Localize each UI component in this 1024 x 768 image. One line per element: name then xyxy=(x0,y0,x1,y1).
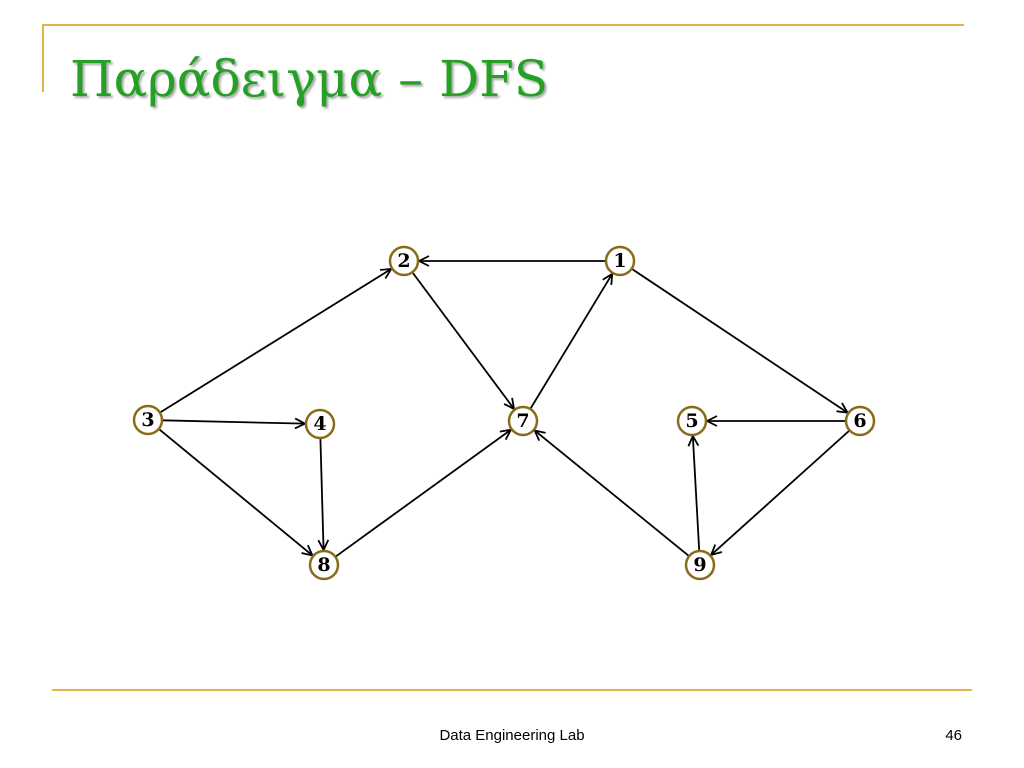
node-8-label: 8 xyxy=(317,554,330,576)
nodes-layer: 1 2 3 4 5 6 7 8 9 xyxy=(132,245,876,581)
footer-text: Data Engineering Lab xyxy=(439,727,585,744)
page-number: 46 xyxy=(945,727,962,744)
title-frame-top-line xyxy=(42,24,964,26)
node-3-circle xyxy=(132,404,164,436)
node-6: 6 xyxy=(844,405,876,437)
edge-6-to-9 xyxy=(711,429,851,555)
node-3: 3 xyxy=(132,404,164,436)
node-9-circle xyxy=(684,549,716,581)
node-2-label: 2 xyxy=(397,250,410,272)
edge-3-to-2 xyxy=(159,269,391,414)
edge-4-to-8 xyxy=(320,437,323,550)
node-7-label: 7 xyxy=(516,410,529,432)
node-4-circle xyxy=(304,408,336,440)
node-3-label: 3 xyxy=(141,409,154,431)
node-1: 1 xyxy=(604,245,636,277)
node-5: 5 xyxy=(676,405,708,437)
edge-2-to-7 xyxy=(411,271,514,409)
node-5-circle xyxy=(676,405,708,437)
node-7: 7 xyxy=(507,405,539,437)
edge-9-to-7 xyxy=(535,430,690,557)
node-4-label: 4 xyxy=(313,413,326,435)
edge-9-to-5 xyxy=(693,436,701,552)
node-9-label: 9 xyxy=(693,554,706,576)
node-4: 4 xyxy=(304,408,336,440)
node-8: 8 xyxy=(308,549,340,581)
title-frame-left-line xyxy=(42,24,44,92)
node-5-label: 5 xyxy=(685,410,698,432)
node-1-label: 1 xyxy=(613,250,626,272)
edge-7-to-1 xyxy=(529,274,612,410)
slide-title: Παράδειγμα – DFS xyxy=(70,50,549,108)
node-8-circle xyxy=(308,549,340,581)
edge-3-to-4 xyxy=(161,420,305,423)
node-6-circle xyxy=(844,405,876,437)
node-6-label: 6 xyxy=(853,410,866,432)
node-2: 2 xyxy=(388,245,420,277)
edge-1-to-6 xyxy=(631,268,848,413)
node-7-circle xyxy=(507,405,539,437)
edge-3-to-8 xyxy=(158,428,313,556)
node-9: 9 xyxy=(684,549,716,581)
node-1-circle xyxy=(604,245,636,277)
edges-layer xyxy=(158,261,851,558)
edge-8-to-7 xyxy=(334,430,511,558)
node-2-circle xyxy=(388,245,420,277)
footer-divider-line xyxy=(52,689,972,691)
